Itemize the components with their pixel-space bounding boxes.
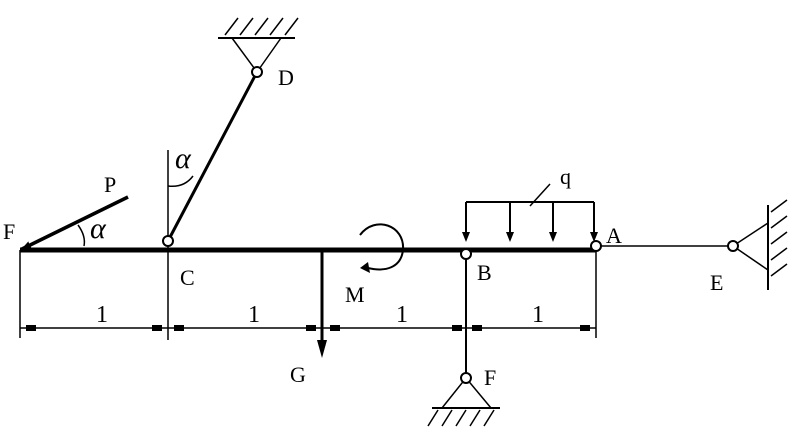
moment-m [359,223,405,273]
pin-f-bottom [460,372,472,384]
pin-c [162,235,174,247]
label-e: E [710,270,723,295]
dimension-label-1: 1 [96,302,108,328]
label-d: D [278,65,294,90]
force-p-arrow [21,195,129,251]
label-p: P [104,172,116,197]
pin-a [590,240,602,252]
pin-e [727,240,739,252]
rod-cd [166,71,259,242]
pin-d [251,66,263,78]
fixed-support-d [218,17,299,73]
label-g: G [290,362,306,387]
fixed-support-f-bottom [427,377,500,427]
label-m: M [345,282,365,307]
label-q: q [560,164,571,189]
angle-arc-p [77,224,86,247]
dimension-label-3: 1 [396,302,408,328]
dimension-label-2: 1 [248,302,260,328]
distributed-load [462,183,598,242]
dimension-label-4: 1 [532,302,544,328]
label-alpha-p: α [90,212,107,245]
label-c: C [180,265,195,290]
label-f-left: F [3,219,15,244]
label-b: B [477,260,492,285]
angle-arc-c [167,175,194,188]
label-f-bottom: F [484,365,496,390]
label-a: A [606,223,622,248]
fixed-support-e [732,199,788,290]
label-alpha-c: α [175,142,192,175]
pin-b [460,248,472,260]
dimension-lines [19,250,597,338]
load-g-arrowhead [317,340,327,358]
